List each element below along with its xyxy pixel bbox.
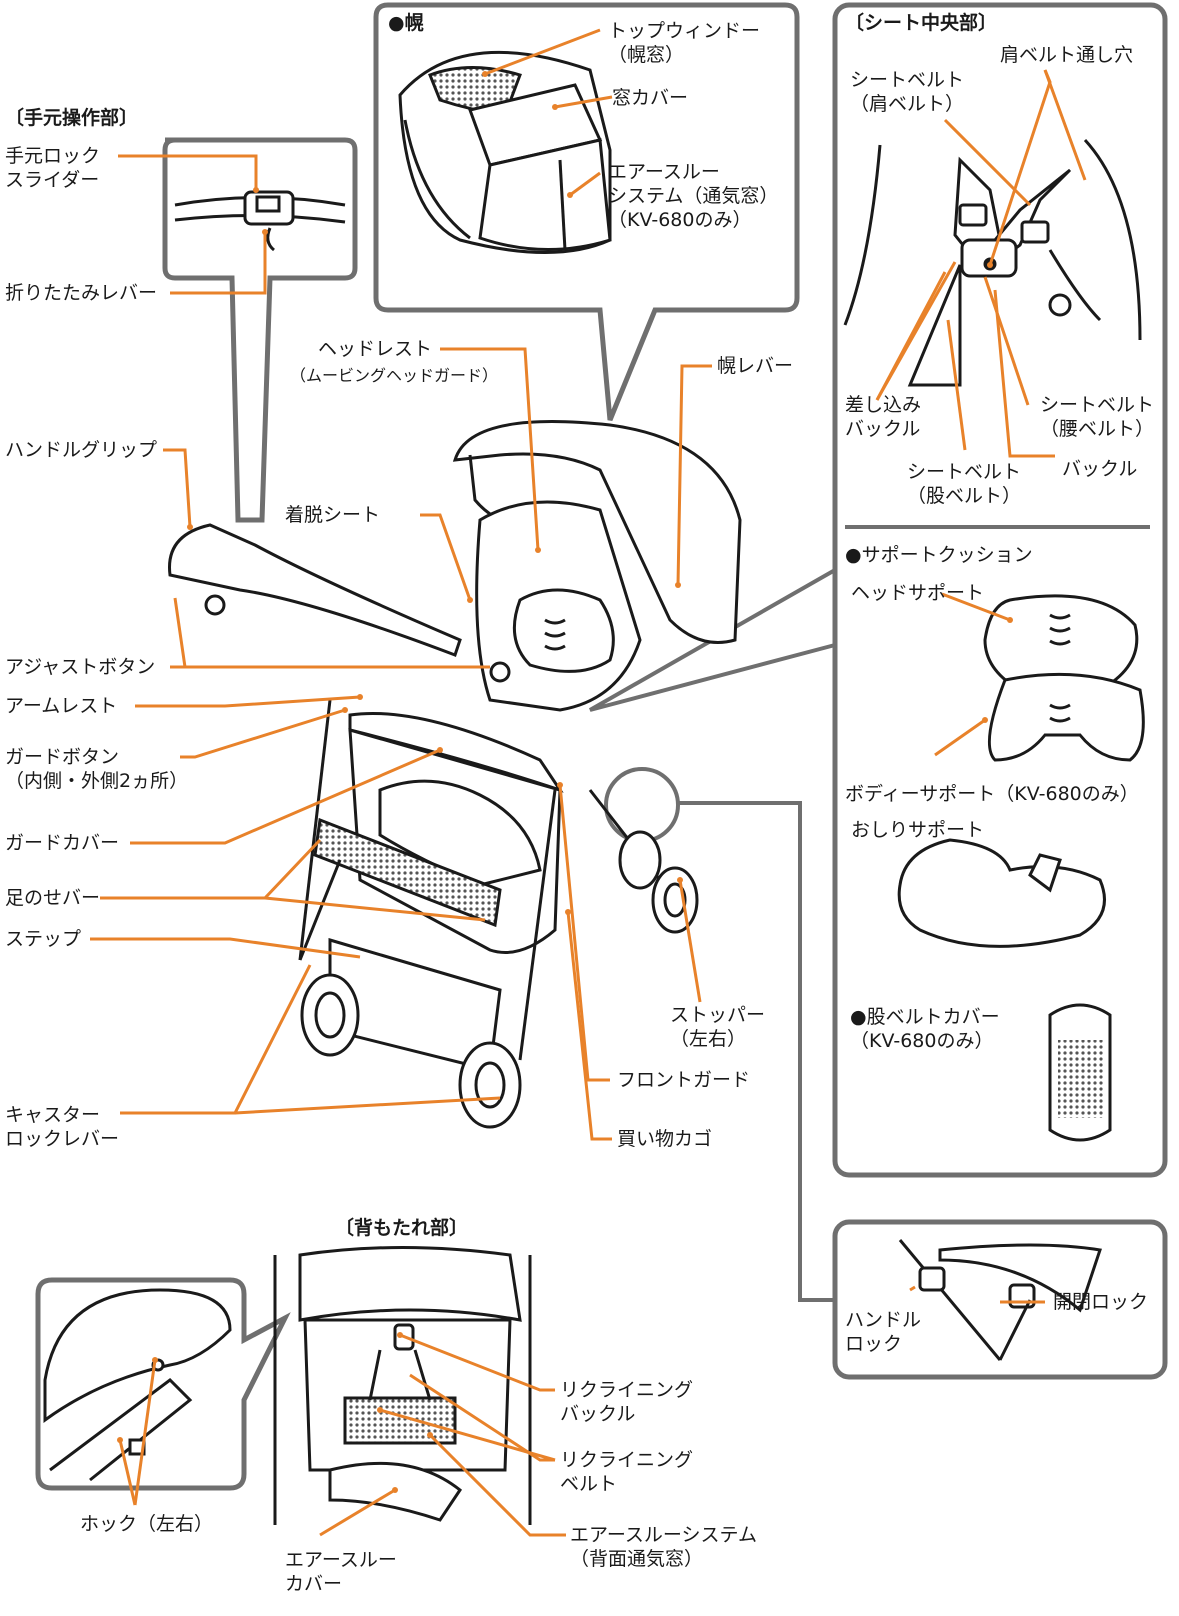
label-footrest-bar: 足のせバー xyxy=(5,887,101,909)
label-top-window: トップウィンドー （幌窓） xyxy=(608,20,761,66)
hand-control-art xyxy=(174,190,346,252)
label-fold-lever: 折りたたみレバー xyxy=(5,282,158,304)
section-seat-center: 〔シート中央部〕 xyxy=(845,12,998,34)
section-hand-controls: 〔手元操作部〕 xyxy=(5,107,139,129)
seat-center-art xyxy=(843,138,1142,387)
label-step: ステップ xyxy=(5,928,82,950)
label-head-support: ヘッドサポート xyxy=(851,582,985,604)
hook-art xyxy=(43,1288,232,1482)
section-hood: ●幌 xyxy=(388,12,424,34)
section-support-cushion: ●サポートクッション xyxy=(845,544,1033,566)
label-armrest: アームレスト xyxy=(5,695,118,717)
label-handle-lock: ハンドル ロック xyxy=(845,1309,922,1355)
marker-dots xyxy=(117,71,1013,1493)
label-air-through-back: エアースルーシステム （背面通気窓） xyxy=(570,1524,757,1570)
cushion-art xyxy=(897,594,1145,1142)
label-stopper: ストッパー （左右） xyxy=(670,1004,766,1050)
label-hand-lock-slider: 手元ロック スライダー xyxy=(5,145,101,191)
label-hood-lever: 幌レバー xyxy=(717,355,794,377)
handle-lock-highlight xyxy=(604,767,680,843)
section-backrest: 〔背もたれ部〕 xyxy=(335,1217,469,1239)
label-headrest: ヘッドレスト xyxy=(318,338,433,360)
label-hip-support: おしりサポート xyxy=(851,819,985,841)
label-reclining-buckle: リクライニング バックル xyxy=(560,1379,694,1425)
label-buckle: バックル xyxy=(1062,458,1138,480)
hook-box xyxy=(35,1277,291,1491)
backrest-art xyxy=(273,1246,532,1525)
label-shoulder-belt-hole: 肩ベルト通し穴 xyxy=(1000,44,1134,66)
label-shoulder-belt: シートベルト （肩ベルト） xyxy=(850,69,965,115)
label-open-close-lock: 開閉ロック xyxy=(1053,1291,1149,1313)
hood-box xyxy=(373,2,800,421)
label-headrest-sub: （ムービングヘッドガード） xyxy=(290,366,499,385)
label-caster-lock-lever: キャスター ロックレバー xyxy=(5,1104,120,1150)
handle-lock-art xyxy=(898,1239,1102,1361)
seat-center-pointer xyxy=(589,568,836,712)
label-guard-button: ガードボタン （内側・外側2ヵ所） xyxy=(5,746,189,792)
label-air-through-system: エアースルー システム（通気窓） （KV-680のみ） xyxy=(608,161,779,231)
label-air-through-cover: エアースルー カバー xyxy=(285,1549,397,1595)
label-handle-grip: ハンドルグリップ xyxy=(5,439,158,461)
label-guard-cover: ガードカバー xyxy=(5,832,120,854)
label-hook: ホック（左右） xyxy=(80,1513,214,1535)
hand-controls-box xyxy=(162,137,358,523)
label-reclining-belt: リクライニング ベルト xyxy=(560,1449,694,1495)
leader-lines xyxy=(90,28,1087,1537)
section-crotch-cover: ●股ベルトカバー （KV-680のみ） xyxy=(850,1006,1000,1052)
label-shopping-basket: 買い物カゴ xyxy=(617,1128,713,1150)
label-removable-seat: 着脱シート xyxy=(285,504,381,526)
hood-art xyxy=(398,50,612,254)
label-adjust-button: アジャストボタン xyxy=(5,656,156,678)
handle-lock-pointer xyxy=(676,801,835,1302)
label-front-guard: フロントガード xyxy=(617,1069,751,1091)
seat-center-box xyxy=(832,2,1168,1178)
label-window-cover: 窓カバー xyxy=(612,87,689,109)
stroller-art xyxy=(168,420,742,1129)
label-waist-belt: シートベルト （腰ベルト） xyxy=(1040,394,1155,440)
label-crotch-belt: シートベルト （股ベルト） xyxy=(907,461,1022,507)
label-insert-buckle: 差し込み バックル xyxy=(845,394,922,440)
label-body-support: ボディーサポート（KV-680のみ） xyxy=(845,783,1139,805)
